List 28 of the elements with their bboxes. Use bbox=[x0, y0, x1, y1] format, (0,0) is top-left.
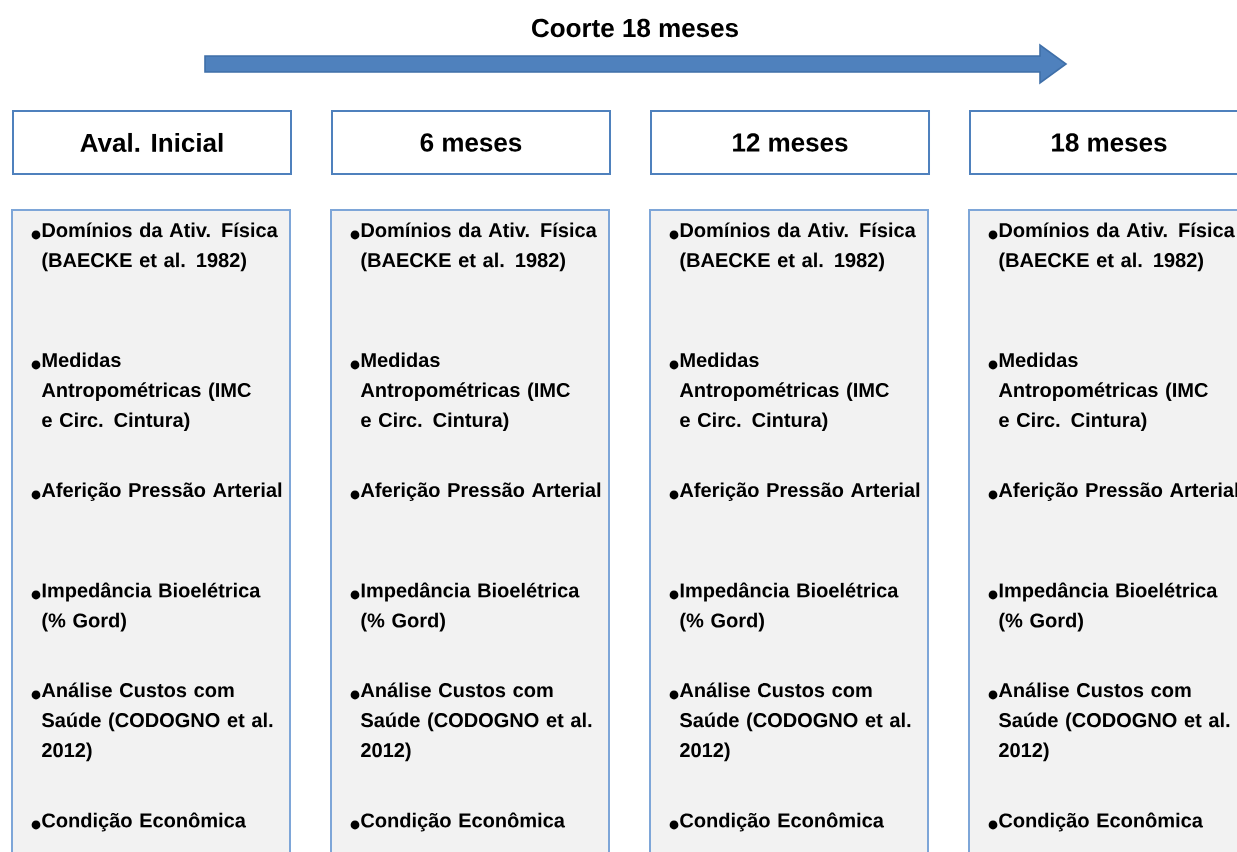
bullet-item: Impedância Bioelétrica (% Gord) bbox=[350, 582, 580, 632]
bullet-item: Análise Custos com Saúde (CODOGNO et al. 2012) bbox=[988, 682, 1230, 762]
bullet-item: Análise Custos com Saúde (CODOGNO et al. 2012) bbox=[669, 682, 911, 762]
bullet-item: Condição Econômica bbox=[669, 812, 885, 832]
bullet-item: Análise Custos com Saúde (CODOGNO et al. 2012) bbox=[350, 682, 592, 762]
bullet-item: Impedância Bioelétrica (% Gord) bbox=[669, 582, 899, 632]
bullet-item: Domínios da Ativ. Física (BAECKE et al. 1982) bbox=[350, 222, 597, 272]
header-box: Aval. Inicial bbox=[12, 110, 292, 175]
bullet-item: Condição Econômica bbox=[988, 812, 1204, 832]
bullet-item: Análise Custos com Saúde (CODOGNO et al. 2012) bbox=[31, 682, 273, 762]
bullet-item: Aferição Pressão Arterial bbox=[350, 482, 601, 502]
bullet-item: Aferição Pressão Arterial bbox=[31, 482, 282, 502]
bullet-item: Condição Econômica bbox=[31, 812, 246, 832]
bullet-item: Medidas Antropométricas (IMC e Circ. Cintura) bbox=[669, 352, 889, 432]
bullet-item: Impedância Bioelétrica (% Gord) bbox=[31, 582, 261, 632]
title: Coorte 18 meses bbox=[532, 18, 738, 38]
bullet-item: Aferição Pressão Arterial bbox=[669, 482, 920, 502]
bullet-item: Medidas Antropométricas (IMC e Circ. Cintura) bbox=[988, 352, 1208, 432]
header-box: 12 meses bbox=[650, 110, 930, 175]
bullet-item: Domínios da Ativ. Física (BAECKE et al. 1982) bbox=[31, 222, 278, 272]
bullet-item: Medidas Antropométricas (IMC e Circ. Cintura) bbox=[31, 352, 251, 432]
header-box: 6 meses bbox=[331, 110, 611, 175]
bullet-item: Condição Econômica bbox=[350, 812, 565, 832]
bullet-item: Domínios da Ativ. Física (BAECKE et al. 1982) bbox=[988, 222, 1235, 272]
bullet-item: Domínios da Ativ. Física (BAECKE et al. 1982) bbox=[669, 222, 916, 272]
bullet-item: Medidas Antropométricas (IMC e Circ. Cintura) bbox=[350, 352, 570, 432]
header-box: 18 meses bbox=[969, 110, 1237, 175]
bullet-item: Impedância Bioelétrica (% Gord) bbox=[988, 582, 1218, 632]
